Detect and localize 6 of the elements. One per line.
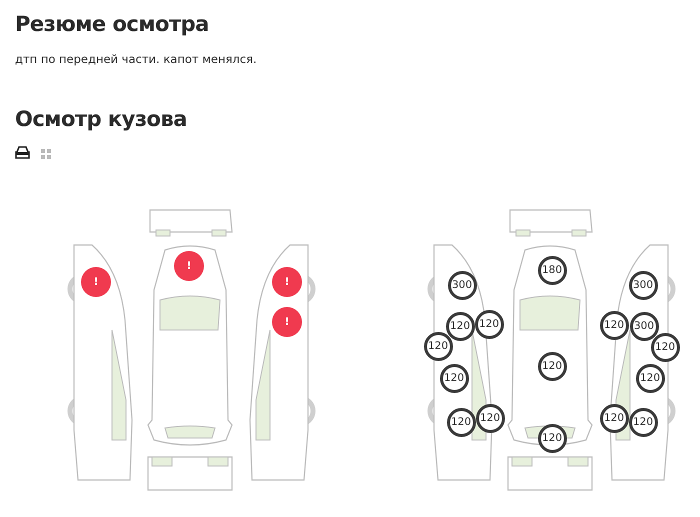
section-heading: Осмотр кузова (15, 107, 187, 131)
section-heading: Резюме осмотра (15, 12, 209, 36)
paint-thickness-marker: 120 (600, 310, 628, 340)
paint-thickness-marker: 120 (424, 332, 452, 360)
summary-text: дтп по передней части. капот менялся. (15, 52, 257, 66)
paint-thickness-marker: 120 (600, 404, 628, 432)
